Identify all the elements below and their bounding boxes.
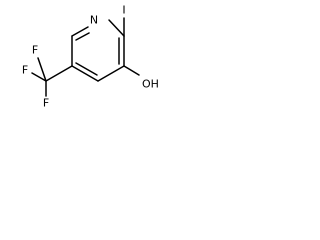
bonds xyxy=(31,17,140,97)
bond-c4-c5-double xyxy=(75,62,98,76)
bond-c3-c4 xyxy=(97,65,125,82)
bond-c4-c5 xyxy=(71,65,99,82)
bond-cf3-fluorine-1 xyxy=(31,72,47,82)
ring-nitrogen-label: N xyxy=(90,14,98,27)
bond-n-c2 xyxy=(108,19,125,37)
bond-c6-n-double xyxy=(75,32,90,41)
fluorine-label: F xyxy=(43,97,49,110)
chemical-structure: N I OH F F F xyxy=(22,4,159,110)
bond-c3-hydroxyl xyxy=(123,65,140,76)
atom-labels: N I OH F F F xyxy=(22,4,159,110)
fluorine-label: F xyxy=(22,64,28,77)
fluorine-label: F xyxy=(32,44,38,57)
bond-c6-n xyxy=(71,26,89,37)
bond-cf3-fluorine-3 xyxy=(37,57,47,82)
hydroxyl-label: OH xyxy=(142,78,159,91)
iodine-label: I xyxy=(122,4,125,17)
bond-c6-cf3 xyxy=(45,65,73,82)
